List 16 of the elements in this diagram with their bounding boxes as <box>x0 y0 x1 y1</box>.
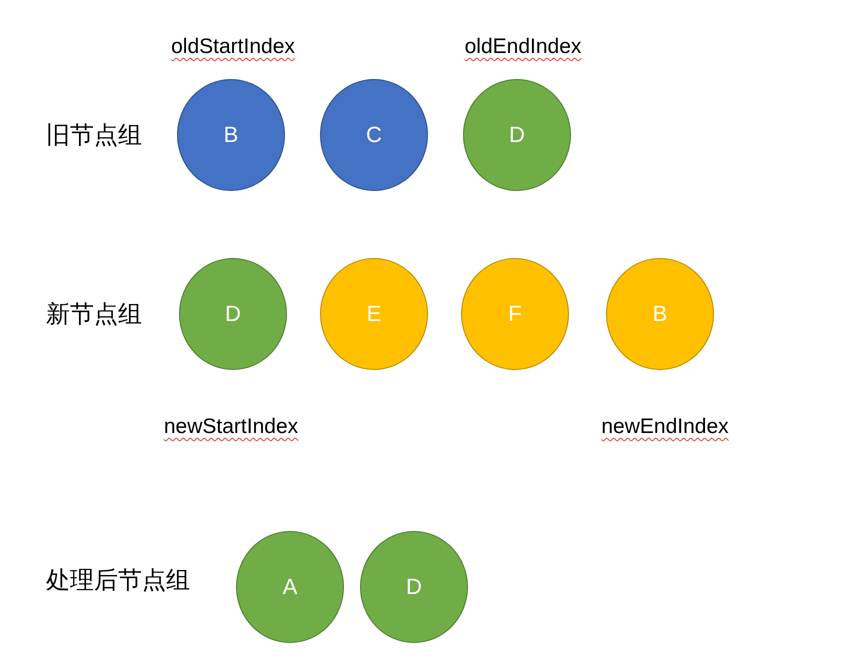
node-letter: B <box>224 122 238 148</box>
node-letter: F <box>508 301 522 327</box>
row-label: 处理后节点组 <box>46 565 190 596</box>
node-letter: D <box>225 301 241 327</box>
index-pointer-label: newEndIndex <box>601 415 729 439</box>
node-letter: C <box>366 122 382 148</box>
node-letter: D <box>406 574 422 600</box>
node-letter: A <box>282 574 298 600</box>
node-letter: B <box>652 301 668 327</box>
index-pointer-label: oldStartIndex <box>171 35 295 59</box>
node-letter: E <box>366 301 382 327</box>
index-pointer-label: oldEndIndex <box>464 35 582 59</box>
index-pointer-label: newStartIndex <box>164 415 298 439</box>
row-label: 新节点组 <box>46 299 142 330</box>
node-letter: D <box>509 122 525 148</box>
row-label: 旧节点组 <box>46 120 142 151</box>
